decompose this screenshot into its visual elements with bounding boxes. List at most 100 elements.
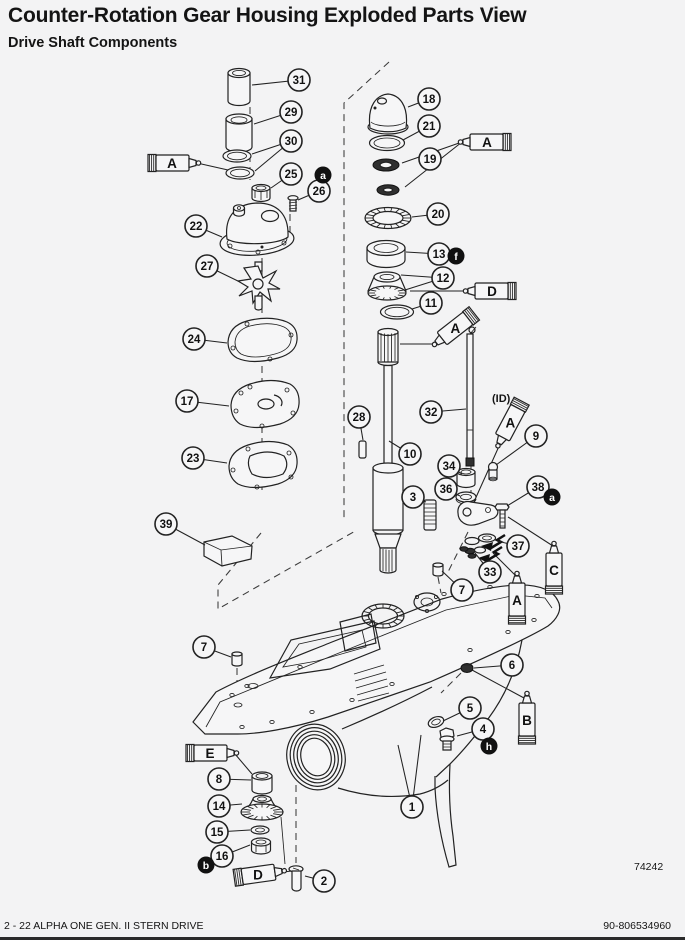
callout-balloon-11 (419, 291, 443, 315)
torpedo-bore-threads (286, 723, 346, 791)
tick (369, 289, 377, 292)
callout-balloon-7 (450, 578, 474, 602)
part-7-dowel-pins (231, 562, 444, 667)
callout-balloon-17 (175, 389, 199, 413)
tube-nozzle-icon (457, 139, 464, 145)
callout-number-14: 14 (213, 801, 226, 813)
part-34-bushing (456, 467, 476, 489)
tick (246, 805, 254, 810)
tick (266, 804, 271, 809)
deck-bore-threads (362, 604, 404, 628)
tick (374, 296, 380, 299)
tick (374, 623, 378, 628)
tick (396, 618, 403, 622)
part-24-gasket (227, 317, 298, 363)
part-38-screw (494, 503, 510, 529)
callout-number-22: 22 (190, 221, 203, 233)
part-20-bearing-carrier-ring (364, 206, 412, 230)
callout-number-19: 19 (424, 154, 437, 166)
callout-balloon-2 (312, 869, 336, 893)
tick (366, 219, 374, 223)
tick (246, 814, 254, 819)
tick (397, 289, 405, 292)
callout-number-12: 12 (437, 273, 450, 285)
sealant-tube-B (517, 690, 537, 745)
sealant-tube-A (507, 570, 527, 625)
sealant-tube-E (185, 743, 240, 763)
callout-number-15: 15 (211, 827, 224, 839)
tick (395, 223, 400, 228)
tick (388, 623, 392, 628)
callout-number-28: 28 (353, 412, 366, 424)
tube-nozzle-icon (431, 341, 438, 348)
tick (388, 604, 392, 609)
tick (270, 814, 278, 819)
tube-letter-A: A (512, 593, 522, 608)
part-23-gasket (228, 440, 298, 490)
callout-balloon-21 (417, 114, 441, 138)
part-31-sleeve (227, 67, 251, 107)
tube-nozzle-icon (462, 288, 469, 294)
callout-number-27: 27 (201, 261, 214, 273)
part-33-retainer-clips (459, 546, 477, 559)
tick (369, 294, 377, 297)
footer-right: 90-806534960 (603, 920, 671, 932)
tick (389, 297, 392, 301)
callout-number-23: 23 (187, 453, 200, 465)
ref-dot-a (543, 488, 561, 506)
tube-nozzle-icon (514, 570, 520, 577)
part-27-impeller (236, 261, 281, 311)
ref-dot-letter-h: h (486, 741, 492, 753)
callout-balloon-27 (195, 254, 219, 278)
callout-balloon-38 (526, 475, 550, 499)
callout-balloon-39 (154, 512, 178, 536)
callout-number-3: 3 (410, 492, 416, 504)
tube-letter-D: D (487, 284, 497, 299)
part-2-drain-screw (288, 865, 304, 892)
callout-balloon-33 (478, 560, 502, 584)
ref-dot-letter-a: a (549, 492, 555, 504)
callout-number-39: 39 (160, 519, 173, 531)
callout-balloon-23 (181, 446, 205, 470)
tick (363, 610, 370, 614)
tube-letter-C: C (549, 563, 559, 578)
ref-dot-letter-f: f (454, 251, 458, 263)
tick (376, 223, 381, 228)
tube-letter-A: A (506, 415, 516, 430)
page-subtitle: Drive Shaft Components (8, 35, 178, 51)
callout-number-8: 8 (216, 774, 223, 786)
callout-number-30: 30 (285, 136, 298, 148)
tick (395, 208, 400, 213)
part-17-wear-plate (230, 379, 300, 429)
tick (273, 813, 282, 816)
callout-balloon-31 (287, 68, 311, 92)
part-29-bushing (225, 113, 253, 153)
part-13-bearing-race (366, 239, 406, 269)
tube-letter-E: E (205, 746, 214, 761)
part-18-bearing-retainer-cover (367, 93, 409, 135)
tick (270, 805, 278, 810)
callout-balloon-9 (524, 424, 548, 448)
sealant-tube-D (232, 863, 288, 887)
callout-balloon-20 (426, 202, 450, 226)
water-intake-vents (353, 664, 390, 702)
tick (242, 808, 251, 811)
callout-number-18: 18 (423, 94, 436, 106)
tick (382, 285, 385, 289)
ref-dot-letter-a: a (320, 170, 326, 182)
tick (366, 213, 374, 217)
tick (399, 210, 406, 215)
shift-cam-assembly (457, 500, 499, 526)
tick (266, 815, 271, 820)
page-bottom-rule (0, 937, 685, 940)
callout-number-25: 25 (285, 169, 298, 181)
part-4-drain-plug (439, 727, 455, 751)
sealant-tube-A (457, 132, 512, 152)
sealant-tube-A (147, 153, 202, 173)
callout-balloon-14 (207, 794, 231, 818)
tick (390, 224, 393, 229)
callout-number-37: 37 (512, 541, 525, 553)
